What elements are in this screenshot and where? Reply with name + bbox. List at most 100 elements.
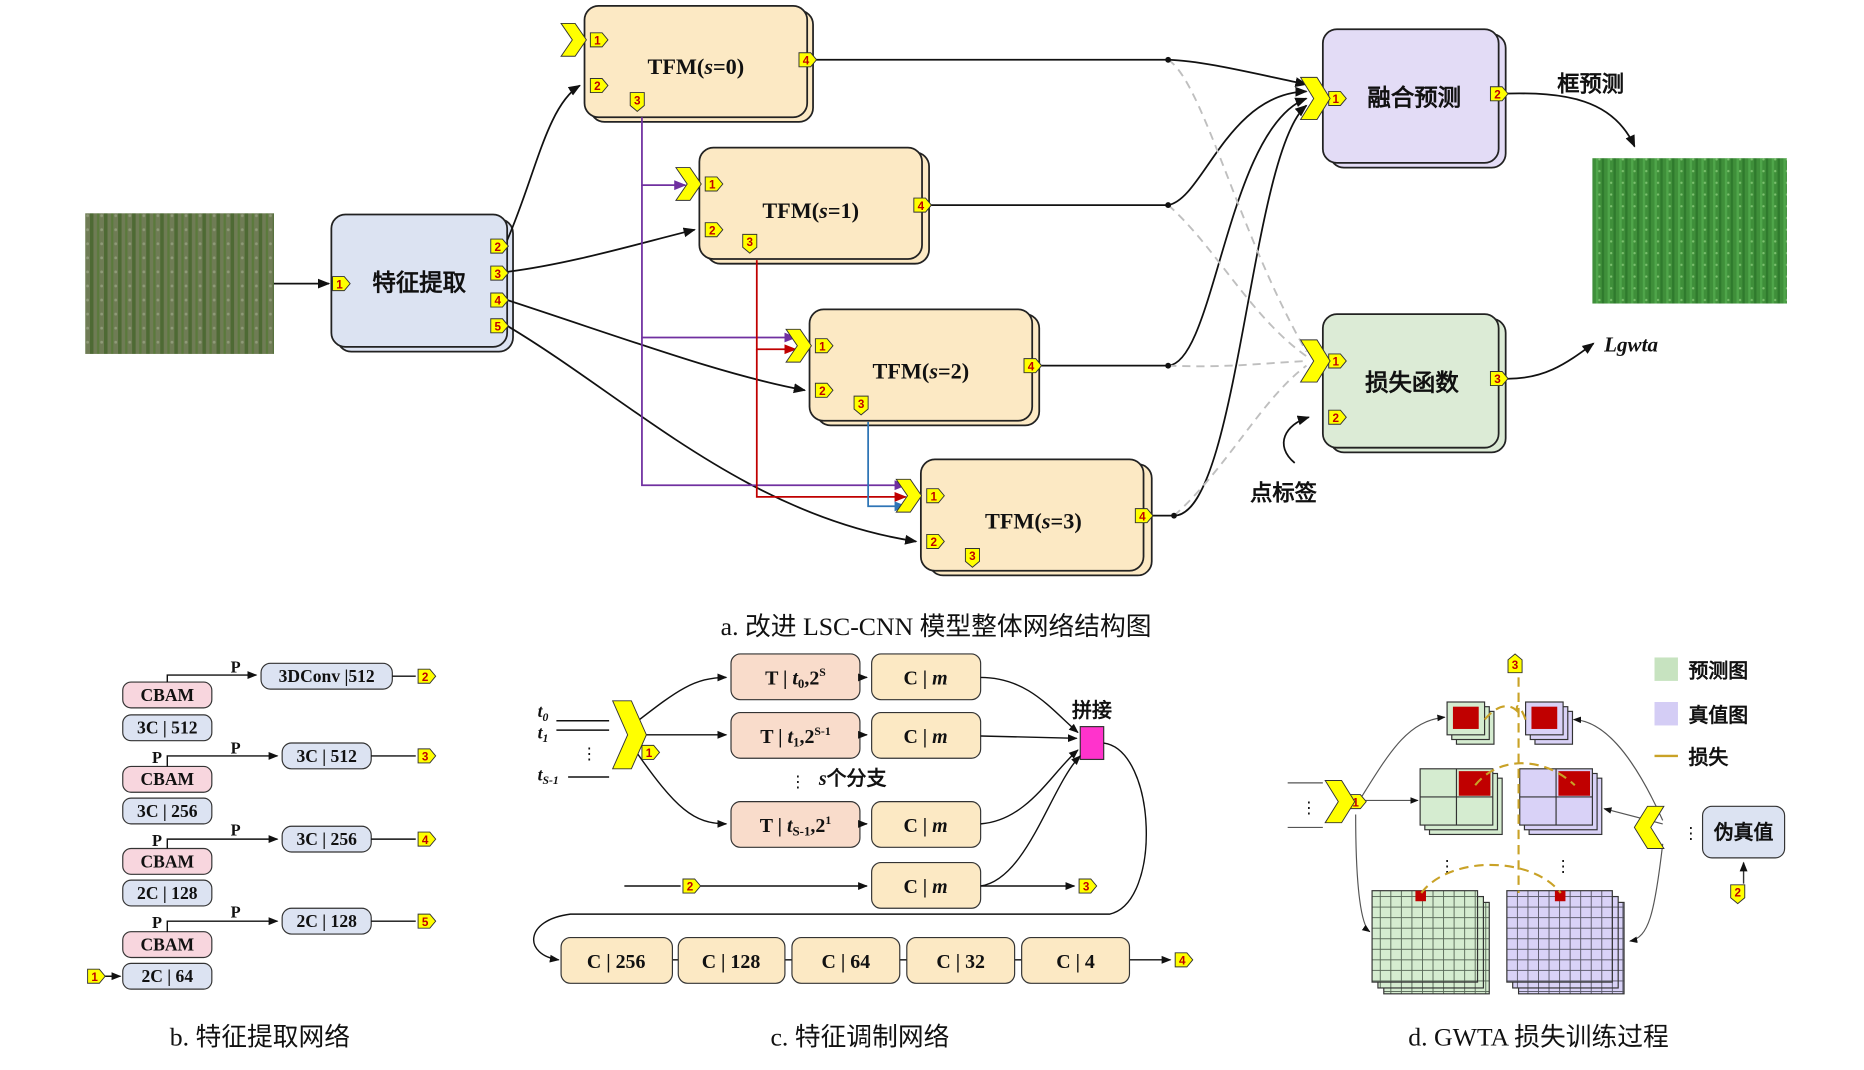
chain-box-4 (1021, 936, 1131, 984)
port-tag: 2 (682, 878, 702, 894)
pseudo-truth-box (1701, 805, 1786, 859)
port-tag: 1 (87, 968, 106, 984)
port-number: 3 (747, 236, 754, 249)
junction-dot (1171, 512, 1177, 519)
port-tag: 1 (641, 744, 661, 760)
port-number: 3 (1083, 881, 1090, 894)
port-tag: 4 (1023, 358, 1043, 373)
tfm0-out (811, 58, 1308, 87)
panel-c: t0 t1 tS-1 ⋮ T | t0,2S T | t1,2S-1 T | t… (532, 653, 1172, 1051)
port-number: 4 (1028, 360, 1035, 373)
branch-t-1-text: T | t1,2S-1 (760, 725, 831, 750)
junction-dot (1165, 202, 1172, 209)
port-number: 2 (495, 241, 502, 254)
tfm2-out (1036, 97, 1308, 367)
port-number: 1 (91, 971, 98, 984)
port-number: 4 (422, 834, 429, 847)
port-number: 3 (1512, 659, 1519, 672)
junction-dot (1165, 362, 1172, 369)
chain-box-0 (560, 936, 673, 984)
branch-c-0-text: C | m (903, 667, 947, 689)
dashed-tfm3-loss (1173, 364, 1307, 517)
point-label-arrow (1282, 415, 1310, 464)
chain-4-text: C | 4 (1056, 951, 1095, 973)
port-number: 4 (803, 54, 810, 67)
feature-extract-label: 特征提取 (372, 270, 466, 297)
input-aerial-image (85, 213, 274, 354)
fusion-label: 融合预测 (1367, 83, 1461, 111)
port-tag: 5 (417, 913, 437, 929)
port-tag: 3 (629, 92, 645, 112)
branch-vdots: ⋮ (790, 773, 806, 792)
port-tag: 2 (926, 533, 945, 549)
port-tag: 1 (1328, 353, 1347, 369)
port-tag: 3 (490, 265, 509, 281)
right-4-text: 2C | 128 (296, 911, 357, 931)
chain-box-3 (906, 936, 1016, 984)
port-tag: 3 (964, 548, 980, 568)
input-ts1: tS-1 (538, 765, 559, 788)
dashed-tfm0-loss (1167, 58, 1308, 353)
caption-d: d. GWTA 损失训练过程 (1408, 1022, 1669, 1051)
port-tag: 3 (1078, 878, 1098, 894)
port-tag: 2 (1489, 86, 1509, 101)
truth-small-map (1525, 701, 1574, 745)
port-tag: 2 (417, 668, 437, 684)
port-number: 4 (1179, 955, 1186, 968)
port-number: 4 (495, 295, 502, 308)
port-tag: 2 (589, 78, 609, 93)
tfm0-to-tfm3-purple (641, 337, 907, 491)
port-tag: 1 (589, 32, 609, 48)
port-number: 2 (594, 80, 601, 93)
port-number: 2 (687, 881, 694, 894)
feat-to-tfm3 (506, 325, 918, 545)
conv-2-text: 3C | 256 (137, 801, 198, 821)
caption-a: a. 改进 LSC-CNN 模型整体网络结构图 (721, 612, 1152, 641)
loss-to-lgwta (1500, 342, 1595, 380)
tfm0-to-tfm1-purple (641, 117, 687, 191)
port-tag: 1 (704, 176, 724, 192)
input-chevron-icon (785, 328, 812, 363)
panel-d-thin-lines (1287, 714, 1664, 943)
port-number: 1 (1332, 356, 1339, 369)
tfm-2-label: TFM(s=2) (872, 359, 969, 384)
right-2-text: 3C | 512 (296, 746, 357, 766)
loss-label: 损失函数 (1365, 369, 1459, 396)
port-tag: 2 (1730, 884, 1746, 905)
feat-to-tfm2 (506, 299, 807, 394)
output-aerial-image (1592, 158, 1787, 304)
input-chevron-icon (560, 22, 587, 57)
chain-0-text: C | 256 (587, 951, 646, 973)
port-tag: 4 (490, 292, 509, 308)
d-input-vdots: ⋮ (1301, 798, 1317, 817)
pred-small-map (1446, 701, 1495, 745)
port-number: 4 (1139, 510, 1146, 523)
port-number: 3 (858, 398, 865, 411)
input-lines (556, 720, 610, 778)
port-tag: 2 (1328, 409, 1347, 425)
port-tag: 3 (417, 748, 437, 764)
p-label: P (231, 739, 241, 758)
feature-extract-block: 特征提取 (330, 213, 514, 353)
tfm-0-label: TFM(s=0) (647, 54, 744, 79)
right-3-text: 3C | 256 (296, 829, 357, 849)
port-number: 1 (709, 179, 716, 192)
port-tag: 4 (798, 52, 818, 67)
port-tag: 3 (1507, 653, 1523, 674)
conv-box-3 (122, 879, 213, 907)
tfm-block-0: TFM(s=0) (583, 4, 814, 123)
truth-large-grid (1506, 890, 1625, 995)
tfm-block-2: TFM(s=2) (808, 308, 1041, 427)
port-number: 2 (1332, 412, 1339, 425)
d-truth-vdots: ⋮ (1683, 824, 1699, 843)
port-tag: 2 (490, 238, 509, 254)
cbam-1-text: CBAM (140, 685, 194, 705)
tfm1-to-tfm2-red (755, 260, 797, 355)
p-label: P (152, 913, 162, 932)
branch-c-3-text: C | m (903, 876, 947, 898)
port-tag: 3 (742, 233, 758, 254)
port-number: 1 (931, 490, 938, 503)
cbam-2-text: CBAM (140, 769, 194, 789)
box-pred-label: 框预测 (1557, 71, 1624, 96)
